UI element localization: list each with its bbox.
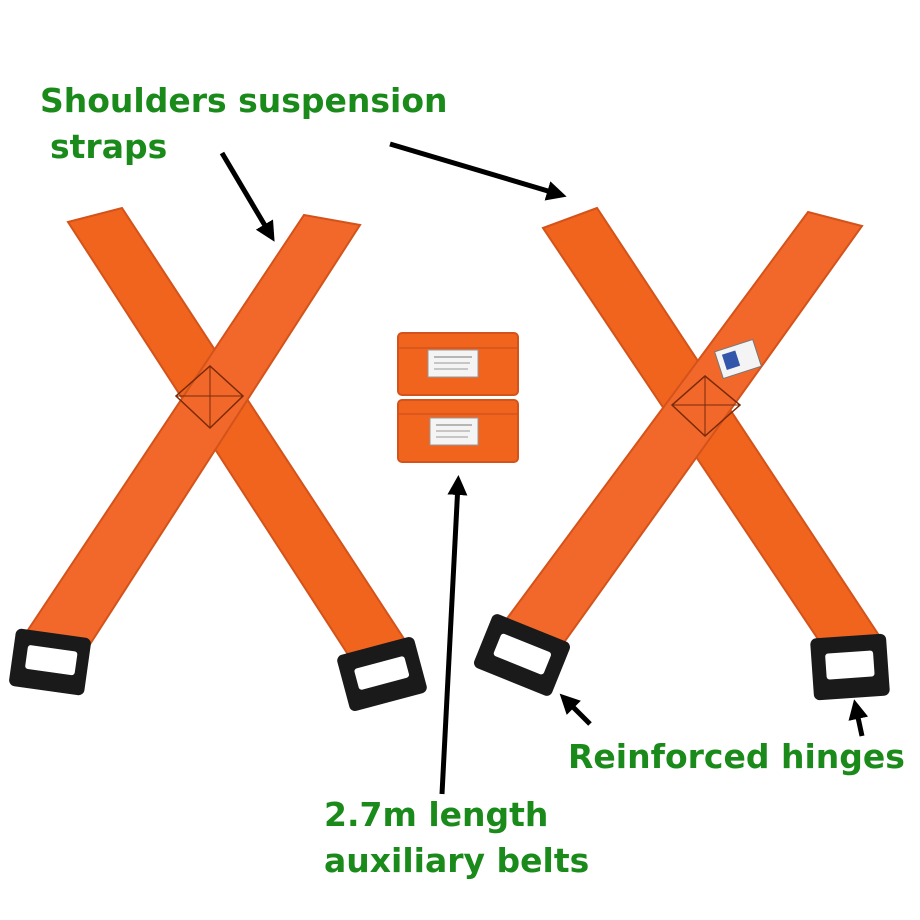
shoulders-suspension-label: Shoulders suspension [40,81,448,120]
auxiliary-belts-label: 2.7m length [324,795,549,834]
shoulders-suspension-label-line2: straps [50,127,168,166]
arrow-hinge-right [848,699,869,737]
auxiliary-belts [397,332,519,463]
arrow-auxiliary-belts [439,475,468,795]
arrow-shoulders-left [219,151,275,242]
arrow-hinge-left [559,693,592,726]
reinforced-hinges-label: Reinforced hinges [568,737,905,776]
right-harness-buckle-right [810,633,890,701]
auxiliary-belt-bottom [397,399,519,463]
right-harness [474,206,890,701]
auxiliary-belts-label-line2: auxiliary belts [324,841,590,880]
left-harness-strap-a [66,206,412,672]
annotation-arrows [219,141,869,795]
auxiliary-belt-top [397,332,519,396]
left-harness-buckle-right [337,636,427,712]
right-harness-buckle-left [474,614,570,696]
left-harness [9,206,427,712]
left-harness-buckle-left [9,628,91,696]
arrow-shoulders-right [389,141,567,201]
right-harness-tag [714,338,762,380]
